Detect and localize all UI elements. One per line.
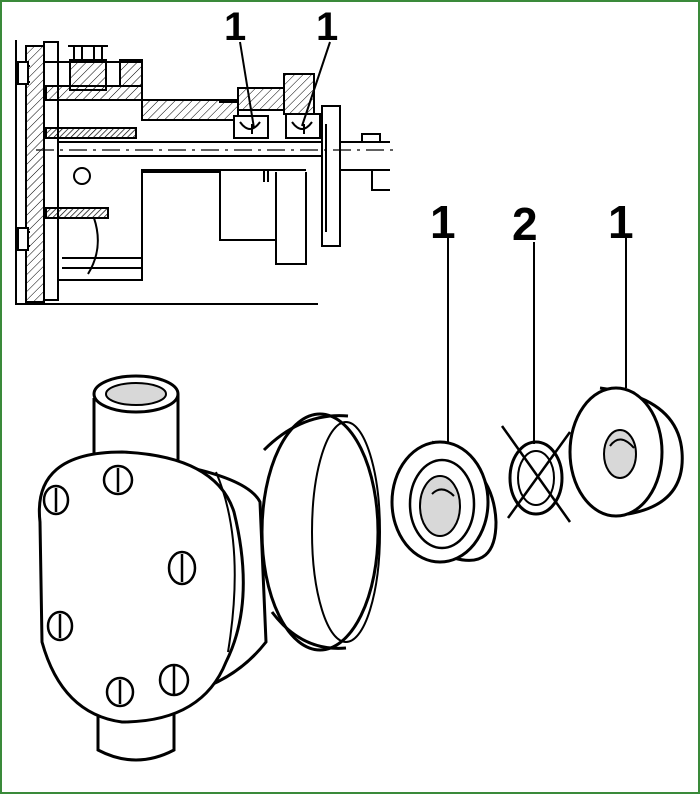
pump-body [37, 374, 381, 762]
seal-rear [568, 386, 684, 518]
section-leaders [239, 41, 331, 129]
callout-section-left: 1 [224, 5, 246, 49]
callout-gasket: 2 [512, 198, 538, 250]
cross-section-drawing [15, 40, 394, 305]
seal-front [390, 440, 498, 564]
callout-seal-rear: 1 [608, 196, 634, 248]
callout-section-right: 1 [316, 5, 338, 49]
gasket-crossed [500, 425, 572, 523]
callout-seal-front: 1 [430, 196, 456, 248]
flange-bolts [42, 464, 197, 708]
